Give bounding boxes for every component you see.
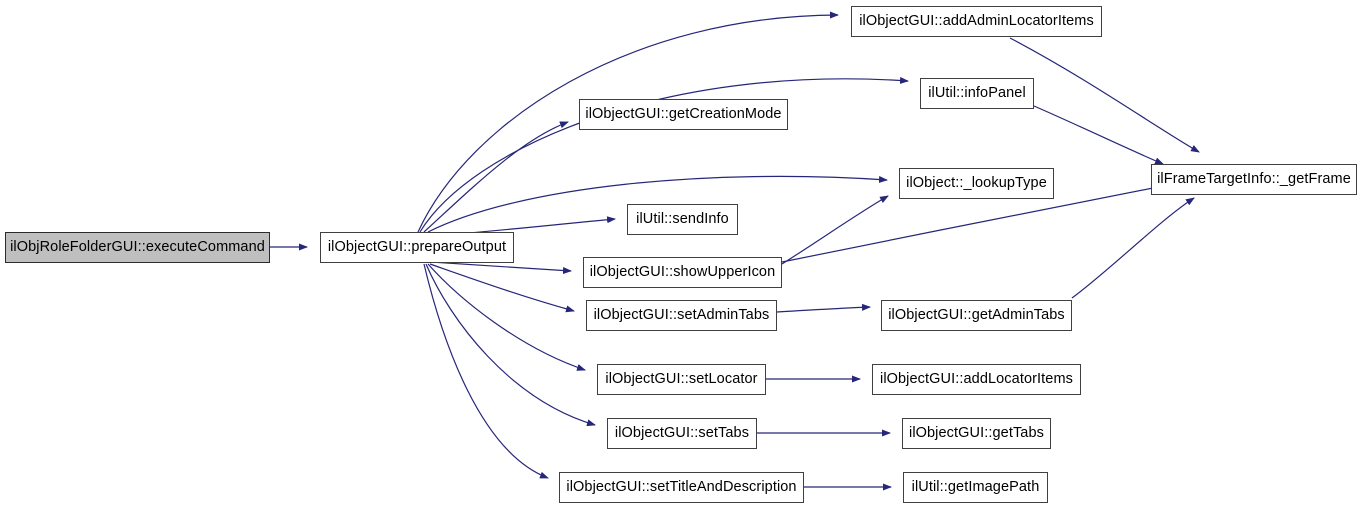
graph-node-addLocatorItems[interactable]: ilObjectGUI::addLocatorItems	[872, 364, 1081, 395]
graph-node-label: ilObjectGUI::getAdminTabs	[888, 307, 1065, 324]
edge-setAdminTabs-to-getAdminTabs	[776, 303, 871, 313]
graph-node-label: ilObjectGUI::prepareOutput	[327, 239, 507, 256]
edge-addAdminLocatorItems-to-getFrame	[1009, 37, 1200, 153]
graph-node-label: ilObjRoleFolderGUI::executeCommand	[10, 239, 265, 256]
graph-node-label: ilFrameTargetInfo::_getFrame	[1157, 171, 1351, 188]
graph-node-addAdminLocatorItems[interactable]: ilObjectGUI::addAdminLocatorItems	[851, 6, 1102, 37]
graph-node-showUpperIcon[interactable]: ilObjectGUI::showUpperIcon	[583, 257, 782, 288]
edge-prepareOutput-to-setTabs	[425, 263, 596, 427]
graph-node-label: ilObjectGUI::setLocator	[605, 371, 758, 388]
edge-prepareOutput-to-setAdminTabs	[429, 263, 575, 313]
graph-node-label: ilObjectGUI::getTabs	[909, 425, 1044, 442]
graph-node-prepareOutput[interactable]: ilObjectGUI::prepareOutput	[320, 232, 514, 263]
graph-node-getCreationMode[interactable]: ilObjectGUI::getCreationMode	[579, 99, 788, 130]
edge-prepareOutput-to-setLocator	[427, 263, 586, 371]
graph-node-setTitleAndDescription[interactable]: ilObjectGUI::setTitleAndDescription	[559, 472, 804, 503]
edge-prepareOutput-to-setTitleAndDescription	[423, 263, 549, 479]
graph-node-label: ilUtil::getImagePath	[911, 479, 1040, 496]
graph-node-setTabs[interactable]: ilObjectGUI::setTabs	[607, 418, 757, 449]
graph-node-getImagePath[interactable]: ilUtil::getImagePath	[903, 472, 1048, 503]
graph-node-label: ilObjectGUI::addAdminLocatorItems	[859, 13, 1094, 30]
graph-node-getAdminTabs[interactable]: ilObjectGUI::getAdminTabs	[881, 300, 1072, 331]
graph-node-label: ilUtil::sendInfo	[636, 211, 729, 228]
graph-node-label: ilObjectGUI::setTitleAndDescription	[566, 479, 797, 496]
edge-showUpperIcon-to-lookupType	[781, 195, 889, 265]
graph-node-label: ilObjectGUI::getCreationMode	[585, 106, 782, 123]
edge-infoPanel-to-getFrame	[1033, 105, 1164, 165]
graph-node-setAdminTabs[interactable]: ilObjectGUI::setAdminTabs	[586, 300, 777, 331]
graph-node-getFrame[interactable]: ilFrameTargetInfo::_getFrame	[1151, 164, 1357, 195]
graph-node-label: ilUtil::infoPanel	[928, 85, 1026, 102]
graph-node-lookupType[interactable]: ilObject::_lookupType	[899, 168, 1054, 199]
graph-node-label: ilObjectGUI::addLocatorItems	[880, 371, 1073, 388]
edge-prepareOutput-to-showUpperIcon	[430, 261, 572, 275]
graph-node-infoPanel[interactable]: ilUtil::infoPanel	[920, 78, 1034, 109]
edge-getAdminTabs-to-getFrame	[1071, 197, 1195, 299]
graph-node-executeCommand[interactable]: ilObjRoleFolderGUI::executeCommand	[5, 232, 270, 263]
graph-node-setLocator[interactable]: ilObjectGUI::setLocator	[597, 364, 766, 395]
graph-node-label: ilObject::_lookupType	[906, 175, 1047, 192]
graph-node-sendInfo[interactable]: ilUtil::sendInfo	[627, 204, 738, 235]
graph-node-label: ilObjectGUI::showUpperIcon	[589, 264, 776, 281]
edge-prepareOutput-to-getCreationMode	[423, 121, 569, 233]
graph-node-label: ilObjectGUI::setAdminTabs	[593, 307, 770, 324]
graph-node-getTabs[interactable]: ilObjectGUI::getTabs	[902, 418, 1051, 449]
graph-node-label: ilObjectGUI::setTabs	[614, 425, 750, 442]
